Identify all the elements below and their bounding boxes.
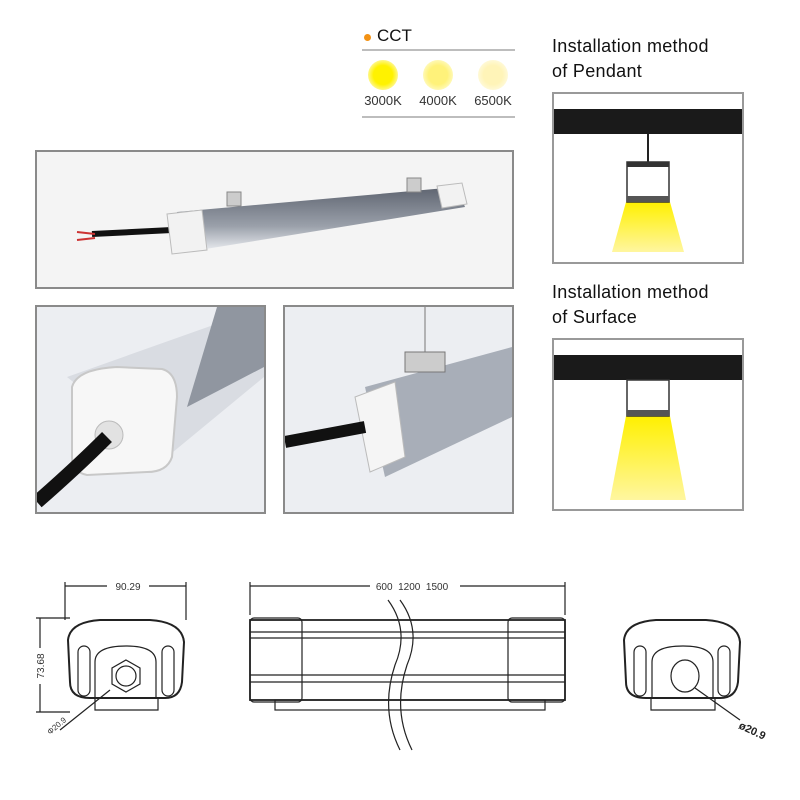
cable [285, 421, 367, 448]
luminaire-diffuser [627, 410, 669, 416]
ceiling [554, 355, 742, 380]
cct-label-4000k: 4000K [419, 93, 457, 108]
product-photo-mount [283, 305, 514, 514]
swatch-4000k [423, 60, 453, 90]
pendant-heading-line1: Installation method [552, 36, 709, 56]
label-bg [35, 648, 45, 684]
swatch-3000k [368, 60, 398, 90]
swatch-6500k [478, 60, 508, 90]
label-bg [107, 580, 149, 592]
cable [37, 432, 112, 508]
product-photo-endcap [35, 305, 266, 514]
end-cap [436, 182, 468, 209]
dim-length: 600 1200 1500 [376, 582, 449, 593]
end-view-left [36, 582, 187, 731]
cct-label-6500k: 6500K [474, 93, 512, 108]
pendant-diagram [552, 92, 744, 264]
light-beam [610, 416, 686, 500]
dim-width: 90.29 [115, 582, 140, 593]
luminaire-top [627, 162, 669, 167]
mount-clip [406, 177, 422, 193]
divider [362, 116, 515, 118]
product-photo-full [35, 150, 514, 289]
pendant-illustration [554, 109, 742, 252]
divider [362, 49, 515, 51]
surface-heading-line1: Installation method [552, 282, 709, 302]
wires [76, 231, 96, 241]
ceiling [554, 109, 742, 134]
cct-label-3000k: 3000K [364, 93, 402, 108]
end-cap [354, 381, 406, 473]
technical-drawing: 90.29 73.68 Φ20.9 600 1200 1500 ø20.9 [35, 580, 768, 751]
surface-heading-line2: of Surface [552, 307, 638, 327]
luminaire-side [187, 307, 264, 407]
bullet-dot [364, 34, 371, 41]
mount-clip [226, 191, 242, 207]
surface-diagram [552, 338, 744, 511]
end-cap [166, 209, 208, 255]
luminaire-photo [76, 177, 468, 255]
mount-photo [285, 307, 512, 477]
pendant-heading-line2: of Pendant [552, 61, 643, 81]
label-bg [370, 580, 460, 592]
endcap-photo [37, 307, 264, 508]
dim-diameter-right: ø20.9 [737, 720, 768, 743]
luminaire-diffuser [627, 196, 669, 202]
surface-illustration [554, 355, 742, 500]
light-beam [612, 202, 684, 252]
end-view-right [622, 619, 742, 721]
cct-title: CCT [377, 26, 412, 45]
mount-clip [404, 351, 446, 373]
dim-height: 73.68 [36, 653, 47, 678]
pendant-heading: Installation method of Pendant [552, 34, 709, 84]
cable [91, 227, 173, 237]
surface-heading: Installation method of Surface [552, 280, 709, 330]
side-view [249, 582, 566, 751]
luminaire-body [177, 187, 465, 252]
